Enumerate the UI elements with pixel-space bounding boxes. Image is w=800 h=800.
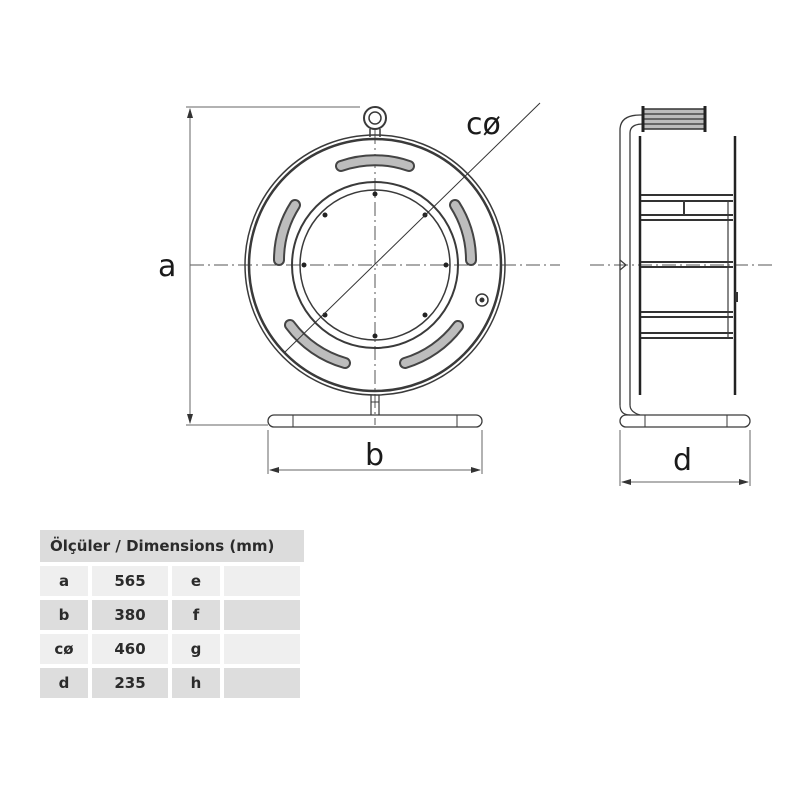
label-a: a <box>158 249 176 284</box>
dimensions-table: Ölçüler / Dimensions (mm) a 565 e b 380 … <box>40 530 304 702</box>
table-row: b 380 f <box>40 600 304 630</box>
label-d: d <box>673 443 692 478</box>
dim-key: g <box>172 634 220 664</box>
rivets <box>301 191 449 339</box>
dim-key: cø <box>40 634 88 664</box>
dim-value: 565 <box>92 566 168 596</box>
label-b: b <box>365 438 384 473</box>
dim-value: 380 <box>92 600 168 630</box>
dim-key: f <box>172 600 220 630</box>
dim-value <box>224 600 300 630</box>
dim-key: e <box>172 566 220 596</box>
label-c-diameter: cø <box>466 107 501 142</box>
dimension-a <box>186 106 360 426</box>
dim-key: d <box>40 668 88 698</box>
dim-value: 460 <box>92 634 168 664</box>
table-title: Ölçüler / Dimensions (mm) <box>40 530 304 562</box>
dim-value <box>224 634 300 664</box>
table-row: a 565 e <box>40 566 304 596</box>
dim-key: a <box>40 566 88 596</box>
dim-value: 235 <box>92 668 168 698</box>
dim-key: b <box>40 600 88 630</box>
technical-drawing: a b cø <box>158 102 775 486</box>
handle-grip <box>641 106 707 132</box>
table-row: d 235 h <box>40 668 304 698</box>
side-base-foot <box>619 414 751 428</box>
table-row: cø 460 g <box>40 634 304 664</box>
dimension-b <box>267 430 483 474</box>
side-view <box>590 106 775 428</box>
front-view <box>190 102 560 428</box>
dimension-d <box>619 430 751 486</box>
base-foot <box>267 414 483 428</box>
dim-value <box>224 566 300 596</box>
dim-value <box>224 668 300 698</box>
hanging-ring <box>363 106 387 137</box>
dim-key: h <box>172 668 220 698</box>
